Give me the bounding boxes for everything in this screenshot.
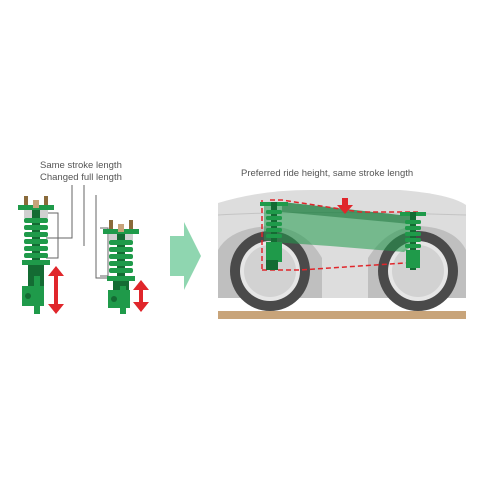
right-caption: Preferred ride height, same stroke lengt… <box>241 168 414 179</box>
front-wheel <box>230 231 310 311</box>
chassis-plane <box>264 202 412 252</box>
coilover-short <box>103 220 139 314</box>
road <box>218 311 466 319</box>
stroke-arrow-short <box>133 280 149 312</box>
stroke-arrow-tall <box>48 266 64 314</box>
transition-arrow <box>170 222 201 290</box>
front-coilover <box>260 202 288 270</box>
car-scene <box>217 190 467 319</box>
caption-line-stroke: Same stroke length <box>40 160 122 171</box>
rear-coilover <box>400 212 426 270</box>
coilover-tall <box>18 196 54 314</box>
left-caption: Same stroke length Changed full length <box>40 160 122 184</box>
caption-line-length: Changed full length <box>40 172 122 183</box>
height-arrow <box>337 198 353 214</box>
